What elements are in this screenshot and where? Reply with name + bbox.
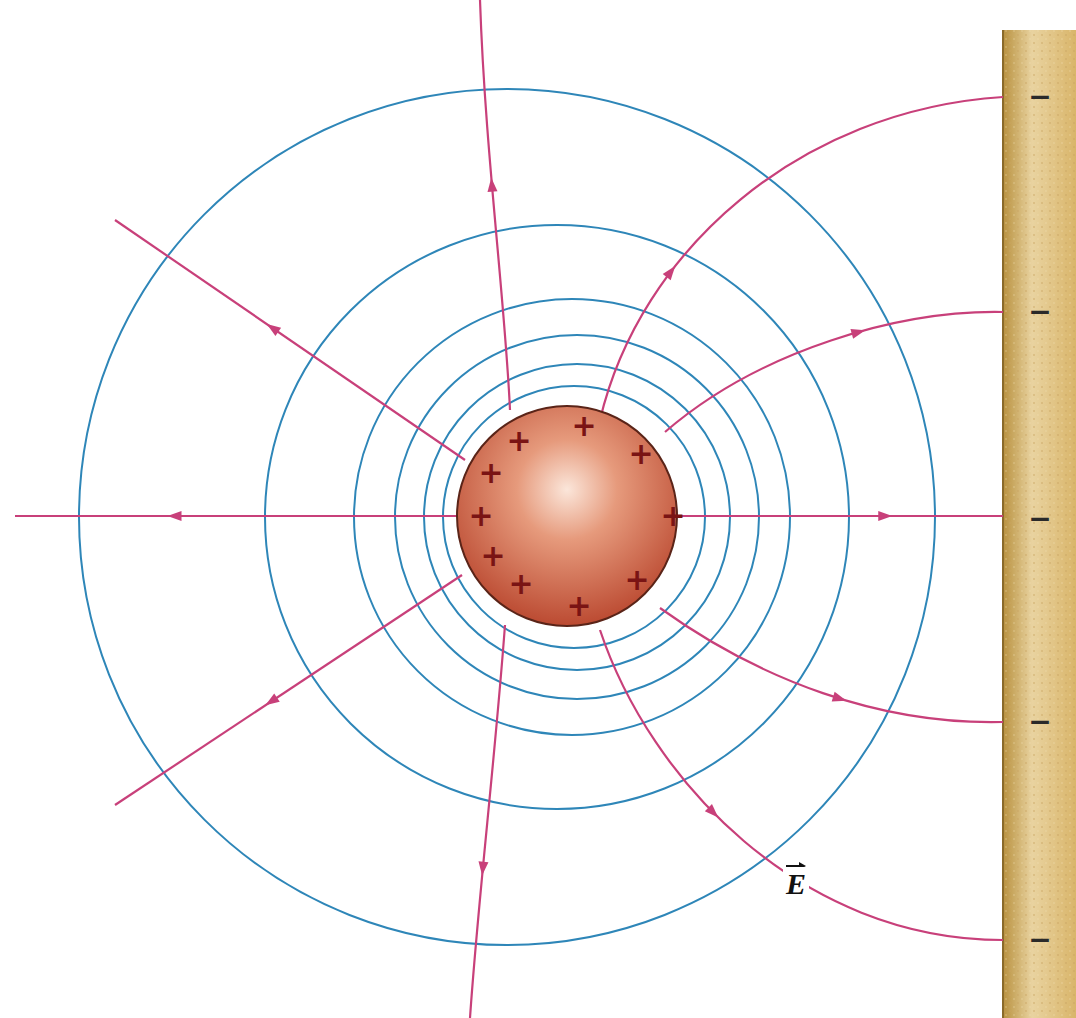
field-line bbox=[115, 575, 462, 805]
field-arrowhead bbox=[663, 263, 679, 280]
field-arrowhead bbox=[705, 804, 722, 821]
field-line bbox=[665, 312, 1003, 432]
field-arrowhead bbox=[850, 325, 866, 338]
charge-sign: − bbox=[1028, 298, 1051, 326]
charge-sign: − bbox=[1028, 83, 1051, 111]
field-line bbox=[600, 630, 1003, 940]
charge-sign: + bbox=[506, 426, 531, 456]
charge-sign: + bbox=[624, 565, 649, 595]
charge-sign: + bbox=[480, 541, 505, 571]
charge-sign: + bbox=[508, 569, 533, 599]
field-line bbox=[660, 608, 1003, 722]
field-arrowhead bbox=[477, 861, 488, 876]
charge-sign: − bbox=[1028, 505, 1051, 533]
charged-sphere bbox=[457, 406, 677, 626]
field-arrowhead bbox=[878, 511, 892, 521]
field-arrowhead bbox=[263, 693, 280, 709]
charge-sign: + bbox=[478, 458, 503, 488]
equipotential-line bbox=[443, 386, 705, 648]
field-arrowheads bbox=[167, 177, 892, 876]
field-line bbox=[676, 515, 1003, 517]
charge-sign: + bbox=[571, 411, 596, 441]
field-line bbox=[15, 515, 458, 517]
field-line bbox=[600, 97, 1003, 420]
charge-sign: + bbox=[628, 439, 653, 469]
charge-sign: + bbox=[660, 501, 685, 531]
charge-sign: + bbox=[468, 501, 493, 531]
field-line bbox=[115, 220, 465, 460]
field-label: E bbox=[783, 867, 809, 901]
plate-texture bbox=[1003, 30, 1076, 1018]
conducting-plate bbox=[1003, 30, 1076, 1018]
field-lines bbox=[15, 0, 1003, 1018]
field-arrowhead bbox=[486, 177, 497, 192]
field-arrowhead bbox=[264, 320, 281, 336]
charge-sign: + bbox=[566, 591, 591, 621]
field-arrowhead bbox=[167, 511, 181, 521]
field-line bbox=[480, 0, 510, 410]
charge-sign: − bbox=[1028, 926, 1051, 954]
field-arrowhead bbox=[832, 692, 848, 706]
field-line bbox=[470, 625, 505, 1018]
charge-sign: − bbox=[1028, 708, 1051, 736]
plate-edge bbox=[1002, 30, 1004, 1018]
